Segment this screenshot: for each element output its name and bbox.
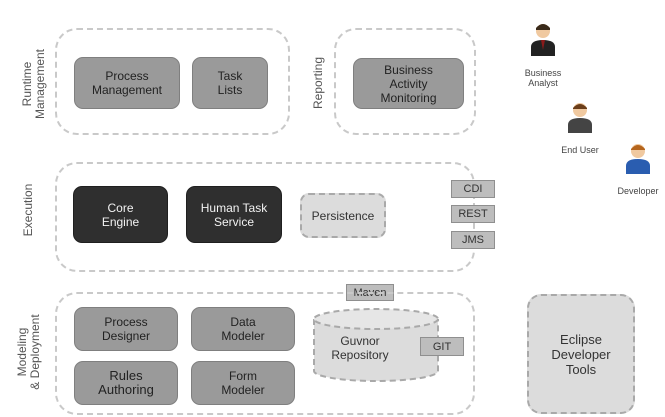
developer-label: Developer <box>617 186 659 196</box>
end-user-icon <box>568 103 592 133</box>
eclipse-developer-tools-box: Eclipse Developer Tools <box>527 294 635 414</box>
persistence-box: Persistence <box>300 193 386 238</box>
developer-icon <box>626 144 650 174</box>
repository-cylinder-shape <box>313 308 439 382</box>
rules-authoring-box: Rules Authoring <box>74 361 178 405</box>
process-designer-box: Process Designer <box>74 307 178 351</box>
runtime-management-label: Runtime Management <box>20 48 47 120</box>
task-lists-box: Task Lists <box>192 57 268 109</box>
guvnor-repository-cylinder <box>312 307 440 383</box>
form-modeler-box: Form Modeler <box>191 361 295 405</box>
execution-label: Execution <box>21 183 35 237</box>
business-analyst-icon <box>531 24 555 56</box>
core-engine-box: Core Engine <box>73 186 168 243</box>
end-user-label: End User <box>561 145 599 155</box>
git-tag: GIT <box>420 337 464 356</box>
cdi-tag: CDI <box>451 180 495 198</box>
business-activity-monitoring-box: Business Activity Monitoring <box>353 58 464 109</box>
modeling-deployment-group <box>55 292 475 415</box>
data-modeler-box: Data Modeler <box>191 307 295 351</box>
developer-actor: Developer <box>610 132 665 196</box>
business-analyst-actor: Business Analyst <box>513 12 573 88</box>
runtime-management-group <box>55 28 290 135</box>
guvnor-repository-label: Guvnor Repository <box>331 334 389 362</box>
modeling-deployment-label: Modeling & Deployment <box>15 314 42 390</box>
process-management-box: Process Management <box>74 57 180 109</box>
business-analyst-label: Business Analyst <box>524 68 562 88</box>
reporting-group <box>334 28 476 135</box>
rest-tag: REST <box>451 205 495 223</box>
jms-tag: JMS <box>451 231 495 249</box>
end-user-actor: End User <box>550 91 610 155</box>
reporting-label: Reporting <box>311 56 325 110</box>
human-task-service-box: Human Task Service <box>186 186 282 243</box>
